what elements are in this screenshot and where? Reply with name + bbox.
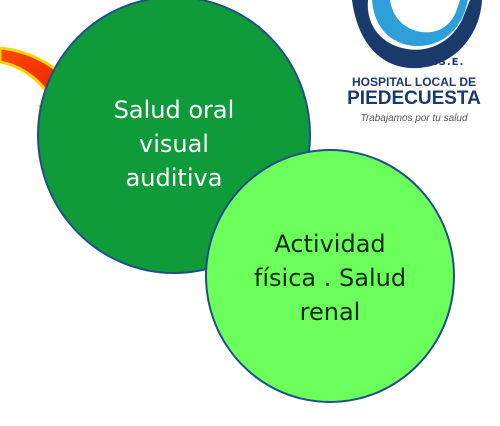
circle-two-label: Actividad física . Salud renal [253,230,407,326]
logo-tagline: Trabajamos por tu salud [360,113,468,124]
logo-name-line2: PIEDECUESTA [347,88,481,109]
hospital-logo: E.S.E. HOSPITAL LOCAL DE PIEDECUESTA Tra… [322,0,500,132]
circle-one-label: Salud oral visual auditiva [113,96,235,192]
logo-name-line1: HOSPITAL LOCAL DE [351,75,476,89]
logo-ese-text: E.S.E. [426,57,465,68]
hospital-logo-icon [352,0,482,69]
topic-circle-actividad-fisica: Actividad física . Salud renal [205,149,455,403]
